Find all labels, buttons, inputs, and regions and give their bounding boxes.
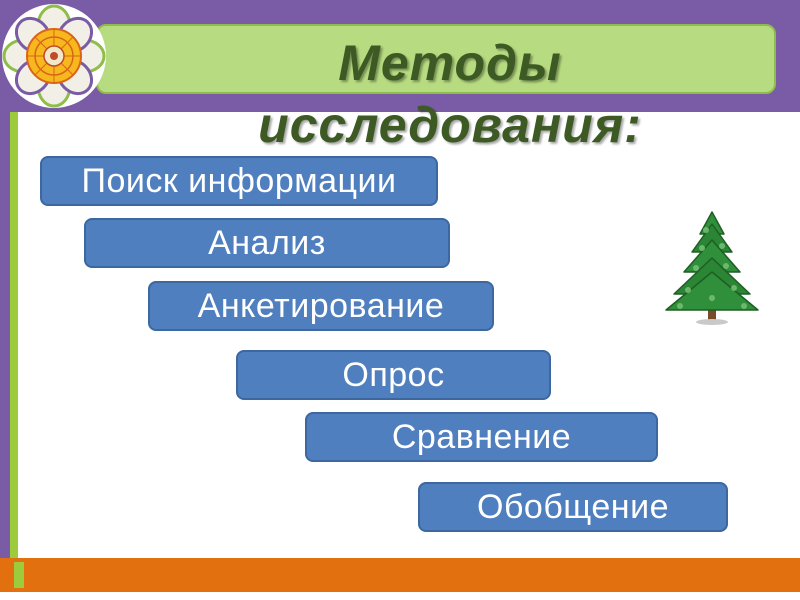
- left-stripe-green: [10, 112, 18, 558]
- method-analysis: Анализ: [84, 218, 450, 268]
- title-line-2: исследования:: [258, 97, 642, 153]
- page-title: Методы исследования:: [170, 32, 730, 156]
- method-search-information: Поиск информации: [40, 156, 438, 206]
- method-survey: Опрос: [236, 350, 551, 400]
- flower-logo-icon: [2, 4, 106, 108]
- title-bar: [96, 24, 776, 94]
- title-line-1: Методы: [338, 35, 562, 91]
- bottom-tick: [14, 562, 24, 588]
- method-comparison: Сравнение: [305, 412, 658, 462]
- bottom-edge: [0, 592, 800, 600]
- method-questionnaire: Анкетирование: [148, 281, 494, 331]
- fir-tree-icon: [662, 208, 762, 328]
- method-generalization: Обобщение: [418, 482, 728, 532]
- left-stripe: [0, 112, 10, 558]
- bottom-bar: [0, 558, 800, 592]
